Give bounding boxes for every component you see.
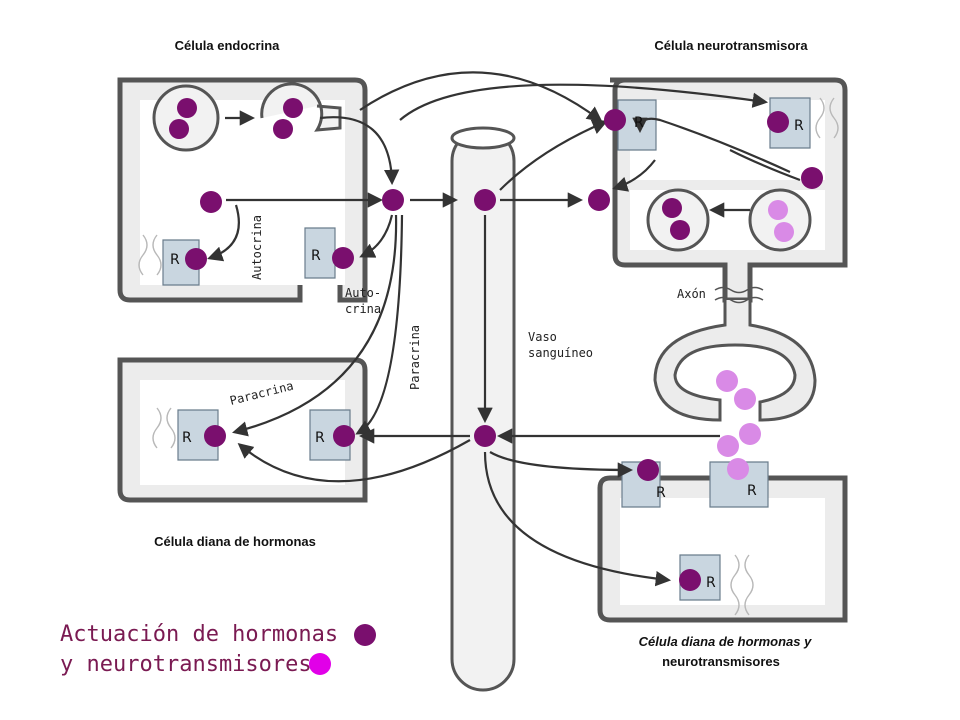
receptor-label: R xyxy=(170,252,180,268)
receptor-target-wall xyxy=(309,409,351,461)
label-vessel-2: sanguíneo xyxy=(528,346,593,360)
receptor-label: R xyxy=(656,485,666,501)
receptor-dual-neuro xyxy=(709,461,769,508)
label-paracrina-vertical: Paracrina xyxy=(408,325,422,390)
neuro-vesicle xyxy=(646,188,812,252)
receptor-label: R xyxy=(747,483,757,499)
label-dual-target-line1: Célula diana de hormonas y xyxy=(639,634,812,649)
arrows xyxy=(207,71,801,587)
receptor-label: R xyxy=(794,118,804,134)
axon-break xyxy=(714,286,764,304)
receptor-neuro-right xyxy=(769,97,811,149)
dna-helices xyxy=(138,97,839,616)
hormone-molecules xyxy=(169,98,823,591)
vesicle-left xyxy=(152,84,220,152)
label-neuro-cell: Célula neurotransmisora xyxy=(654,38,808,53)
neurotransmitter-molecules xyxy=(716,200,794,480)
label-autocrina-1: Auto- xyxy=(345,286,381,300)
axon-terminal xyxy=(653,300,817,422)
label-dual-target-line2: neurotransmisores xyxy=(662,654,780,669)
label-axon: Axón xyxy=(677,287,706,301)
receptor-label: R xyxy=(315,430,325,446)
label-endocrine-cell: Célula endocrina xyxy=(175,38,281,53)
receptor-label: R xyxy=(311,248,321,264)
label-target-cell: Célula diana de hormonas xyxy=(154,534,316,549)
receptor-label: R xyxy=(182,430,192,446)
receptor-label: R xyxy=(706,575,716,591)
label-vessel-1: Vaso xyxy=(528,330,557,344)
legend-neurotransmitter-swatch xyxy=(309,653,331,675)
blood-vessel xyxy=(450,126,516,692)
legend-hormone-swatch xyxy=(354,624,376,646)
receptor-label: R xyxy=(634,115,644,131)
label-autocrina-vertical: Autocrina xyxy=(250,215,264,280)
legend-line1: Actuación de hormonas xyxy=(60,622,338,647)
receptor-target-left xyxy=(177,409,219,461)
receptor-endocrine-wall xyxy=(304,227,336,279)
legend-line2: y neurotransmisores xyxy=(60,652,312,677)
label-autocrina-2: crina xyxy=(345,302,381,316)
